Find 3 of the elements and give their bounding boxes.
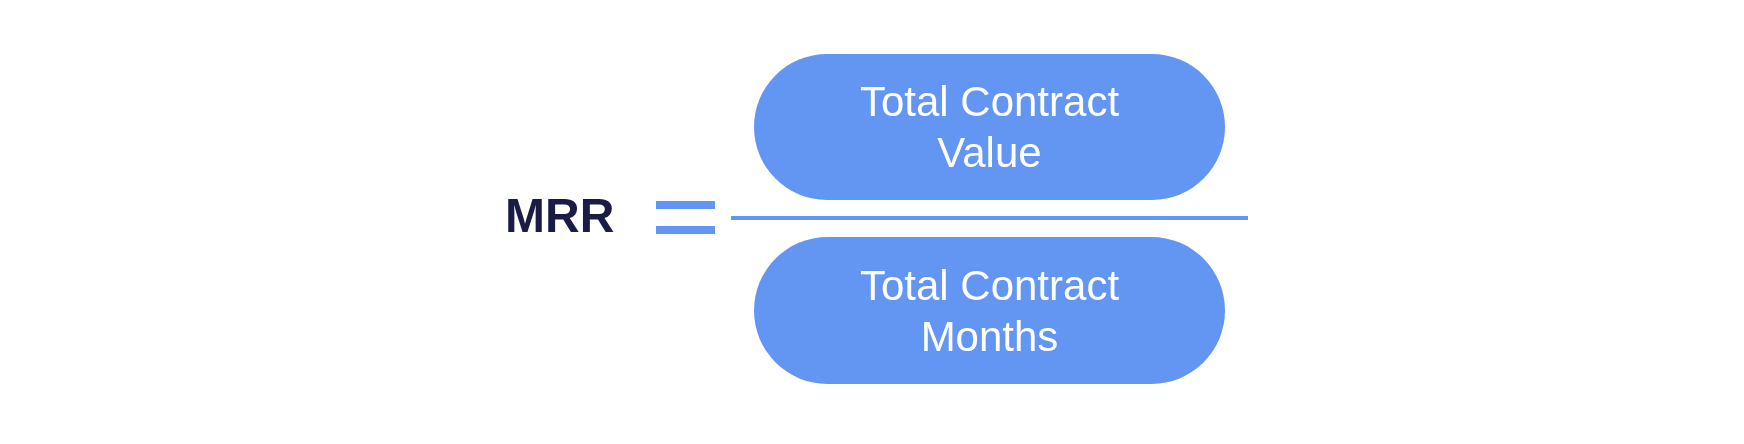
denominator-text: Total Contract Months: [858, 260, 1121, 362]
numerator-text: Total Contract Value: [858, 77, 1121, 178]
formula-label: MRR: [505, 188, 615, 244]
